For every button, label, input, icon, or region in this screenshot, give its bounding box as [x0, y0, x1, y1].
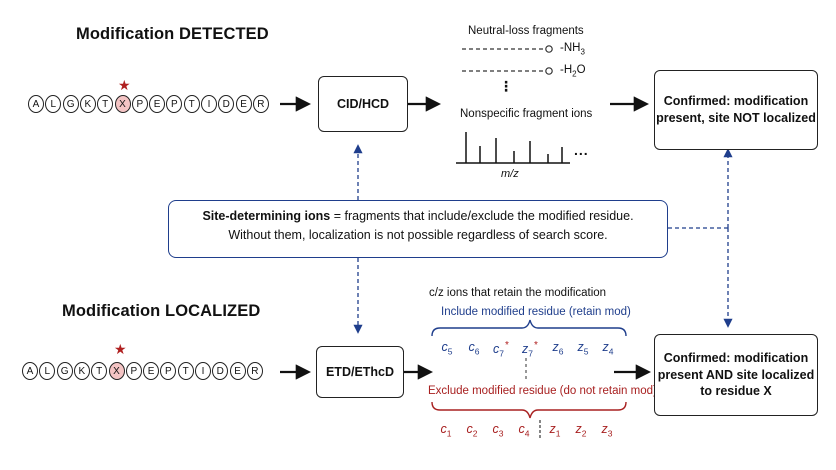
residue: G [56, 362, 73, 380]
cz-ions-title: c/z ions that retain the modification [429, 287, 607, 299]
fragment-ion-label: z1 [549, 422, 561, 439]
vertical-ellipsis: ⋮ [499, 78, 513, 94]
fragment-ion-label: c2 [466, 422, 478, 439]
modified-residue: X [108, 362, 125, 380]
residue: L [45, 95, 62, 113]
residue: E [149, 95, 166, 113]
neutral-loss-marker-h2o [545, 67, 553, 75]
site-determining-note: Site-determining ions = fragments that i… [168, 200, 668, 258]
residue: K [79, 95, 96, 113]
modification-star-icon: ★ [118, 77, 131, 93]
fragment-ion-label: z7* [522, 340, 538, 359]
fragment-ion-label: z5 [577, 340, 589, 357]
residue: A [22, 362, 38, 380]
residue: T [183, 95, 200, 113]
top-section-title: Modification DETECTED [76, 25, 269, 43]
etd-ethcd-box: ETD/EThcD [316, 346, 404, 398]
residue: I [195, 362, 211, 380]
exclude-bracket [431, 401, 627, 419]
modified-residue: X [114, 95, 131, 113]
residue: P [131, 95, 148, 113]
cid-hcd-box: CID/HCD [318, 76, 408, 132]
residue: A [28, 95, 44, 113]
residue: L [39, 362, 56, 380]
residue: P [125, 362, 142, 380]
residue: D [212, 362, 229, 380]
include-bracket [431, 319, 627, 337]
residue: G [62, 95, 79, 113]
fragment-ion-label: z2 [575, 422, 587, 439]
residue: T [97, 95, 114, 113]
residue: P [166, 95, 183, 113]
fragment-ion-label: c5 [441, 340, 453, 357]
residue: T [91, 362, 108, 380]
residue: D [218, 95, 235, 113]
residue: E [229, 362, 246, 380]
residue: E [235, 95, 252, 113]
note-bold-term: Site-determining ions [202, 209, 331, 223]
neutral-loss-title: Neutral-loss fragments [468, 25, 584, 37]
residue: R [252, 95, 269, 113]
fragment-ion-label: z6 [552, 340, 564, 357]
residue: R [246, 362, 263, 380]
neutral-loss-marker-nh3 [545, 45, 553, 53]
residue: P [160, 362, 177, 380]
spectrum-ellipsis: ... [574, 142, 589, 158]
residue: T [177, 362, 194, 380]
fragment-ion-label: c3 [492, 422, 504, 439]
bottom-section-title: Modification LOCALIZED [62, 302, 261, 320]
fragment-ion-label: z3 [601, 422, 613, 439]
fragment-ion-label: c1 [440, 422, 452, 439]
fragment-ion-label: c6 [468, 340, 480, 357]
include-label: Include modified residue (retain mod) [441, 306, 631, 318]
fragment-ion-label: z4 [602, 340, 614, 357]
exclude-label: Exclude modified residue (do not retain … [428, 385, 657, 397]
residue: K [73, 362, 90, 380]
nonspecific-title: Nonspecific fragment ions [460, 108, 593, 120]
mz-axis-label: m/z [501, 168, 519, 180]
neutral-loss-h2o-label: -H2O [560, 64, 586, 79]
fragment-ion-label: c4 [518, 422, 530, 439]
residue: I [201, 95, 217, 113]
residue: E [143, 362, 160, 380]
neutral-loss-nh3-label: -NH3 [560, 42, 585, 57]
modification-star-icon: ★ [114, 341, 127, 357]
fragment-ion-label: c7* [493, 340, 509, 359]
